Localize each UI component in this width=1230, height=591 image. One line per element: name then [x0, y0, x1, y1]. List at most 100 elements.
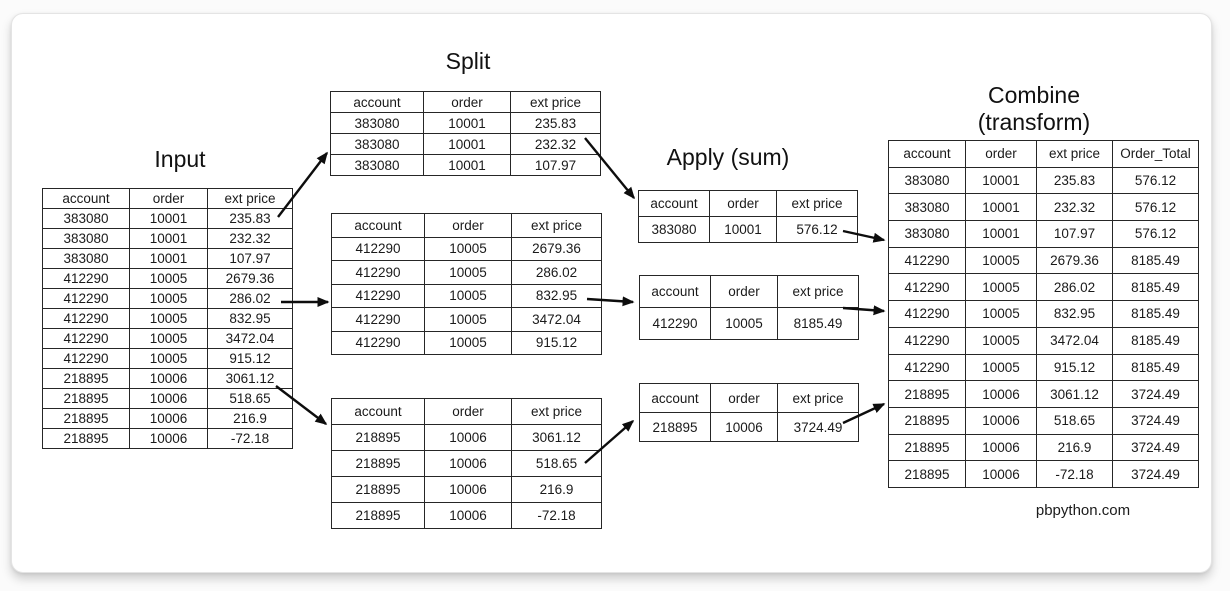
table-cell: 2679.36	[511, 236, 602, 261]
column-header: ext price	[1036, 140, 1113, 168]
table-cell: 235.83	[1036, 166, 1113, 195]
table-cell: 518.65	[511, 450, 602, 477]
table-cell: 412290	[331, 307, 425, 332]
table-cell: 412290	[331, 236, 425, 261]
table-cell: 218895	[888, 460, 966, 488]
column-header: ext price	[511, 398, 602, 425]
stage-title-combine-line2: (transform)	[977, 109, 1091, 135]
column-header: order	[965, 140, 1037, 168]
table-cell: 8185.49	[1112, 326, 1199, 355]
table-cell: 10001	[965, 220, 1037, 248]
table-cell: 8185.49	[1112, 246, 1199, 275]
table-cell: 10005	[424, 283, 512, 308]
table-cell: 576.12	[1112, 220, 1199, 248]
table-cell: 216.9	[1036, 433, 1113, 462]
column-header: order	[710, 383, 778, 413]
table-cell: 383080	[888, 220, 966, 248]
table-cell: 232.32	[510, 133, 601, 155]
column-header: order	[423, 91, 511, 113]
column-header: order	[424, 213, 512, 238]
table-cell: 10005	[129, 308, 208, 329]
table-cell: 383080	[42, 228, 130, 249]
stage-title-input: Input	[154, 146, 206, 172]
table-cell: 383080	[888, 193, 966, 222]
table-cell: 383080	[42, 208, 130, 229]
column-header: account	[331, 213, 425, 238]
table-cell: 218895	[42, 368, 130, 389]
table-cell: 3724.49	[777, 412, 859, 442]
table-cell: 383080	[330, 112, 424, 134]
table-cell: 518.65	[1036, 406, 1113, 435]
table-cell: 412290	[888, 353, 966, 382]
stage-title-apply: Apply (sum)	[666, 144, 790, 170]
stage-title-split: Split	[445, 48, 491, 74]
table-cell: 10006	[424, 424, 512, 451]
table-cell: -72.18	[511, 502, 602, 529]
table-cell: 218895	[331, 502, 425, 529]
stage-title-combine-line1: Combine	[987, 82, 1081, 108]
table-cell: 10005	[424, 236, 512, 261]
column-header: order	[709, 190, 777, 217]
table-cell: 3472.04	[511, 307, 602, 332]
table-cell: 10005	[424, 330, 512, 355]
table-cell: 915.12	[1036, 353, 1113, 382]
table-cell: 10006	[424, 502, 512, 529]
table-cell: 2679.36	[1036, 246, 1113, 275]
watermark-text: pbpython.com	[1035, 502, 1131, 519]
column-header: account	[639, 383, 711, 413]
table-cell: 2679.36	[207, 268, 293, 289]
column-header: account	[888, 140, 966, 168]
stage-title-combine: Combine (transform)	[909, 82, 1159, 136]
table-cell: 412290	[331, 283, 425, 308]
table-cell: 3061.12	[207, 368, 293, 389]
table-cell: 10006	[965, 433, 1037, 462]
table-cell: 232.32	[207, 228, 293, 249]
table-cell: 8185.49	[1112, 273, 1199, 302]
table-cell: 218895	[639, 412, 711, 442]
column-header: ext price	[777, 383, 859, 413]
table-cell: 10005	[129, 348, 208, 369]
table-cell: 383080	[330, 133, 424, 155]
table-cell: 232.32	[1036, 193, 1113, 222]
table-cell: 10001	[965, 193, 1037, 222]
table-cell: 8185.49	[777, 307, 859, 340]
table-cell: 383080	[330, 154, 424, 176]
table-cell: 412290	[42, 328, 130, 349]
table-cell: 10001	[423, 133, 511, 155]
column-header: order	[129, 188, 208, 209]
table-cell: 10006	[424, 476, 512, 503]
table-cell: 10005	[965, 353, 1037, 382]
column-header: ext price	[511, 213, 602, 238]
table-cell: 412290	[331, 260, 425, 285]
table-cell: 412290	[888, 326, 966, 355]
table-cell: 286.02	[1036, 273, 1113, 302]
table-cell: 412290	[331, 330, 425, 355]
table-cell: 412290	[888, 246, 966, 275]
